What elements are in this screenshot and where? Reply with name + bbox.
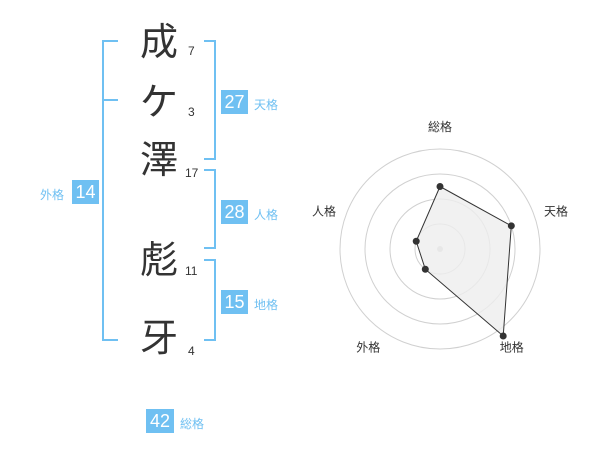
radar-ring-3 [364,173,516,325]
stroke-count-5: 4 [188,344,195,358]
tenkaku-bracket [204,40,216,160]
radar-axis-label-3: 地格 [500,340,524,355]
radar-point-4 [421,265,429,273]
soukaku-badge: 42 [146,409,174,433]
jinkaku-label: 人格 [254,208,279,222]
radar-ring-4 [339,148,541,350]
chikaku-bracket [204,259,216,341]
radar-axis-label-1: 総格 [428,119,452,134]
tenkaku-label: 天格 [254,98,279,112]
stroke-count-2: 3 [188,105,195,119]
stroke-count-1: 7 [188,44,195,58]
stroke-count-4: 11 [185,264,198,278]
name-char-4: 彪 [139,238,178,282]
chikaku-badge: 15 [221,290,248,314]
name-char-1: 成 [139,20,178,64]
radar-axis-label-4: 外格 [356,340,380,355]
radar-point-5 [412,237,420,245]
jinkaku-badge: 28 [221,200,248,224]
radar-axis-label-2: 天格 [544,203,568,218]
jinkaku-bracket [204,169,216,249]
radar-point-1 [436,183,444,190]
radar-polygon [415,185,512,338]
soukaku-label: 総格 [180,417,205,431]
radar-point-3 [499,332,507,340]
gaikaku-label: 外格 [40,188,65,202]
chikaku-label: 地格 [254,298,279,312]
gaikaku-bracket [102,40,118,341]
radar-axis-label-5: 人格 [312,203,336,218]
radar-point-2 [507,222,515,230]
name-char-5: 牙 [139,316,178,360]
name-char-2: ケ [139,80,178,124]
stroke-count-3: 17 [185,166,199,180]
gaikaku-badge: 14 [72,180,99,204]
tenkaku-badge: 27 [221,90,248,114]
name-char-3: 澤 [139,138,178,182]
